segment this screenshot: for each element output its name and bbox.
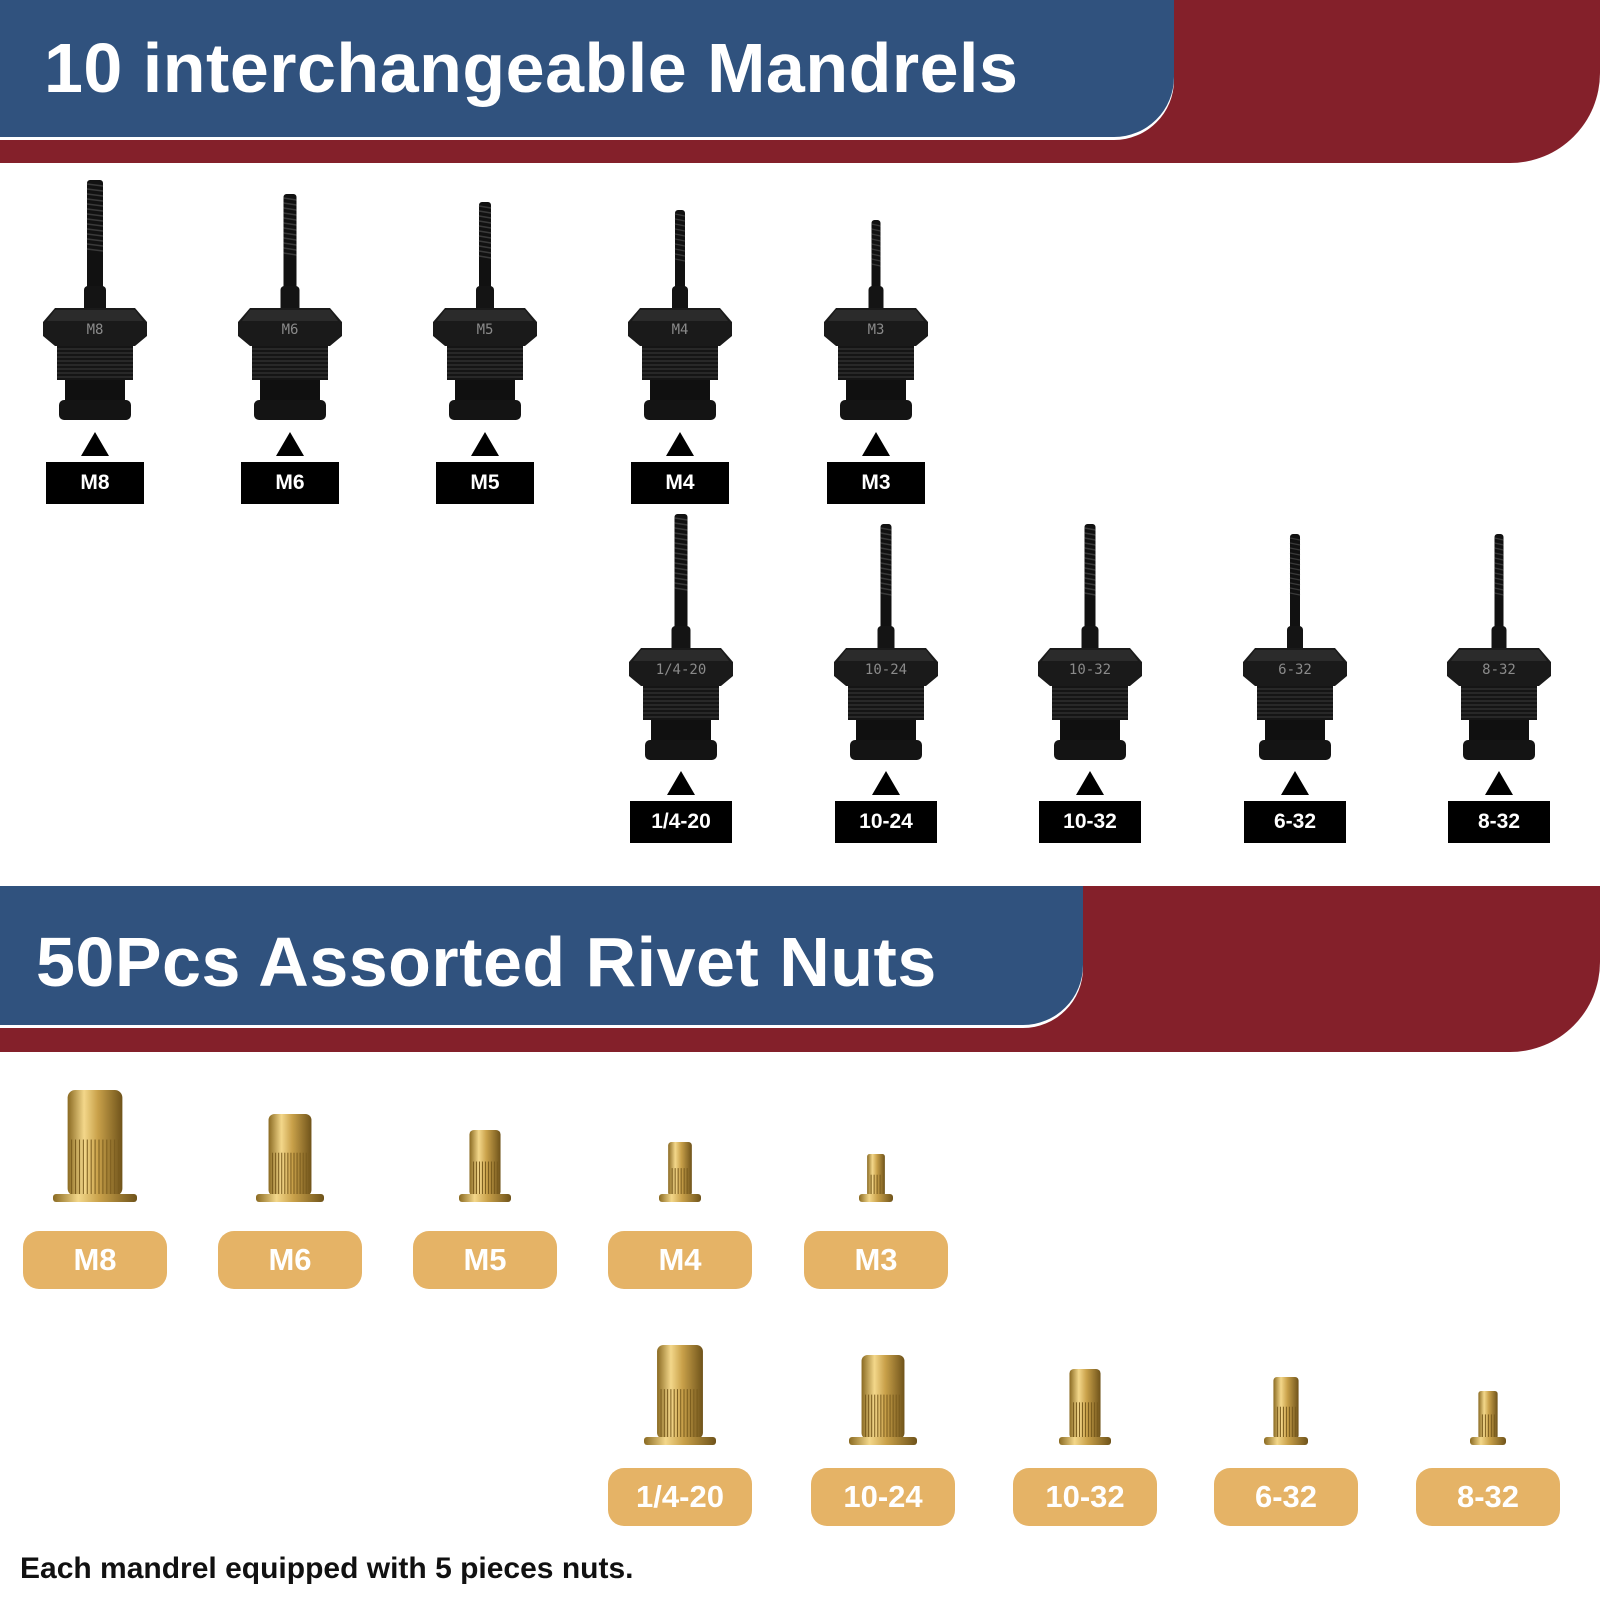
- mandrels-title: 10 interchangeable Mandrels: [44, 29, 1019, 107]
- mandrel-image: M6: [238, 194, 342, 420]
- rivet-nut-10-32: [1059, 1369, 1111, 1454]
- mandrel-M5: M5: [425, 174, 545, 424]
- mandrel-image: 1/4-20: [629, 514, 733, 760]
- mandrel-stamp: 6-32: [1278, 662, 1312, 678]
- rivet-nuts-banner: 50Pcs Assorted Rivet Nuts: [0, 886, 1600, 1052]
- mandrel-stamp: 10-24: [865, 662, 907, 678]
- mandrel-8-32: 8-32: [1439, 514, 1559, 764]
- banner-blue-band: [0, 886, 1083, 1025]
- rivet-nut-size-label: M6: [218, 1231, 362, 1289]
- mandrel-size-label: 1/4-20: [630, 801, 732, 843]
- arrow-up-icon: [667, 771, 695, 795]
- arrow-up-icon: [1485, 771, 1513, 795]
- mandrel-image: 10-24: [834, 524, 938, 760]
- rivet-nut-size-label: M5: [413, 1231, 557, 1289]
- rivet-nut-size-label: 6-32: [1214, 1468, 1358, 1526]
- mandrel-M6: M6: [230, 174, 350, 424]
- rivet-nut-size-label: M3: [804, 1231, 948, 1289]
- mandrel-1/4-20: 1/4-20: [621, 514, 741, 764]
- mandrel-size-label: 8-32: [1448, 801, 1550, 843]
- mandrel-stamp: M4: [672, 322, 689, 338]
- mandrel-6-32: 6-32: [1235, 514, 1355, 764]
- mandrel-M3: M3: [816, 174, 936, 424]
- mandrel-M4: M4: [620, 174, 740, 424]
- banner-blue-band: [0, 0, 1174, 137]
- mandrels-banner: 10 interchangeable Mandrels: [0, 0, 1600, 163]
- mandrel-stamp: 8-32: [1482, 662, 1516, 678]
- arrow-up-icon: [81, 432, 109, 456]
- rivet-nut-image: [53, 1090, 137, 1202]
- rivet-nut-image: [1264, 1377, 1308, 1445]
- mandrel-image: M3: [824, 220, 928, 420]
- mandrel-size-label: M6: [241, 462, 339, 504]
- mandrel-image: M5: [433, 202, 537, 420]
- rivet-nut-size-label: 1/4-20: [608, 1468, 752, 1526]
- rivet-nut-size-label: M8: [23, 1231, 167, 1289]
- arrow-up-icon: [1281, 771, 1309, 795]
- rivet-nut-10-24: [849, 1355, 917, 1454]
- rivet-nut-image: [644, 1345, 716, 1445]
- rivet-nut-M3: [859, 1154, 893, 1211]
- rivet-nut-image: [256, 1114, 324, 1202]
- mandrel-size-label: 6-32: [1244, 801, 1346, 843]
- mandrel-10-32: 10-32: [1030, 514, 1150, 764]
- rivet-nut-8-32: [1470, 1391, 1506, 1454]
- mandrel-stamp: 10-32: [1069, 662, 1111, 678]
- arrow-up-icon: [1076, 771, 1104, 795]
- rivet-nut-size-label: 10-24: [811, 1468, 955, 1526]
- mandrel-size-label: M8: [46, 462, 144, 504]
- mandrel-image: M8: [43, 180, 147, 420]
- mandrel-stamp: M6: [282, 322, 299, 338]
- mandrel-image: 8-32: [1447, 534, 1551, 760]
- rivet-nut-image: [1470, 1391, 1506, 1445]
- rivet-nut-image: [1059, 1369, 1111, 1445]
- mandrel-size-label: 10-24: [835, 801, 937, 843]
- mandrel-stamp: 1/4-20: [656, 662, 707, 678]
- mandrel-image: 6-32: [1243, 534, 1347, 760]
- footnote: Each mandrel equipped with 5 pieces nuts…: [20, 1552, 634, 1585]
- mandrel-size-label: M4: [631, 462, 729, 504]
- rivet-nut-M4: [659, 1142, 701, 1211]
- rivet-nut-6-32: [1264, 1377, 1308, 1454]
- rivet-nut-size-label: M4: [608, 1231, 752, 1289]
- rivet-nut-M6: [256, 1114, 324, 1211]
- mandrel-stamp: M8: [87, 322, 104, 338]
- mandrel-size-label: 10-32: [1039, 801, 1141, 843]
- rivet-nuts-title: 50Pcs Assorted Rivet Nuts: [36, 923, 937, 1001]
- mandrel-image: 10-32: [1038, 524, 1142, 760]
- mandrel-stamp: M3: [868, 322, 885, 338]
- mandrel-stamp: M5: [477, 322, 494, 338]
- arrow-up-icon: [666, 432, 694, 456]
- arrow-up-icon: [872, 771, 900, 795]
- rivet-nut-M8: [53, 1090, 137, 1211]
- arrow-up-icon: [862, 432, 890, 456]
- mandrel-M8: M8: [35, 174, 155, 424]
- rivet-nut-size-label: 10-32: [1013, 1468, 1157, 1526]
- arrow-up-icon: [471, 432, 499, 456]
- rivet-nut-image: [459, 1130, 511, 1202]
- rivet-nut-image: [849, 1355, 917, 1445]
- rivet-nut-size-label: 8-32: [1416, 1468, 1560, 1526]
- rivet-nut-M5: [459, 1130, 511, 1211]
- mandrel-size-label: M3: [827, 462, 925, 504]
- rivet-nut-image: [859, 1154, 893, 1202]
- arrow-up-icon: [276, 432, 304, 456]
- mandrel-10-24: 10-24: [826, 514, 946, 764]
- mandrel-size-label: M5: [436, 462, 534, 504]
- mandrel-image: M4: [628, 210, 732, 420]
- rivet-nut-1/4-20: [644, 1345, 716, 1454]
- rivet-nut-image: [659, 1142, 701, 1202]
